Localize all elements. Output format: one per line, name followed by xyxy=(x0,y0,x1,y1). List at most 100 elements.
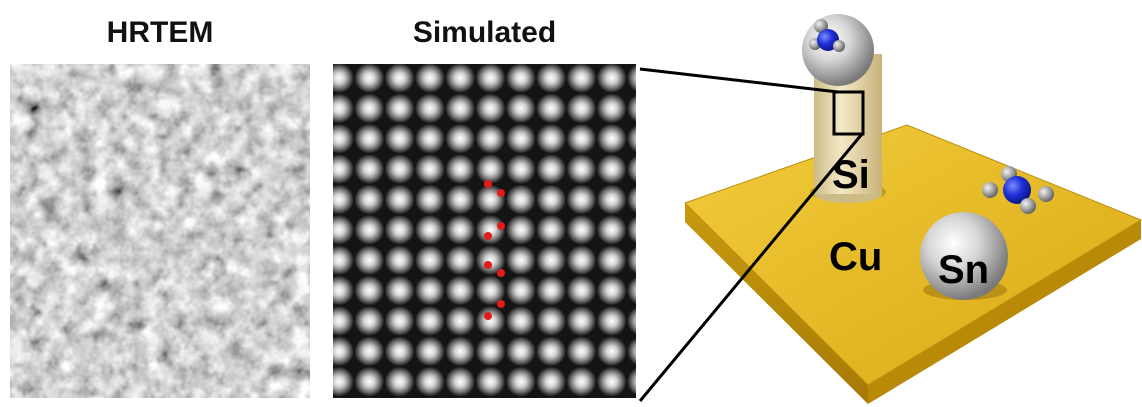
lattice-spot xyxy=(414,123,445,154)
lattice-spot xyxy=(333,305,354,336)
lattice-spot xyxy=(354,366,385,397)
hrtem-spot xyxy=(225,280,241,296)
lattice-spot xyxy=(333,154,354,185)
lattice-spot xyxy=(333,336,354,367)
hrtem-spot xyxy=(283,162,299,178)
lattice-spot xyxy=(505,154,536,185)
lattice-spot xyxy=(414,336,445,367)
zoom-box xyxy=(832,90,865,136)
lattice-spot xyxy=(566,305,597,336)
substrate-side-right xyxy=(868,220,1141,404)
sn-label: Sn xyxy=(938,248,989,292)
lattice-spot xyxy=(536,123,567,154)
simulated-title: Simulated xyxy=(412,16,557,49)
lattice-spot xyxy=(566,336,597,367)
lattice-spot xyxy=(627,64,636,92)
hrtem-spot xyxy=(280,336,296,352)
hrtem-spot xyxy=(250,276,266,292)
marker-dot xyxy=(484,232,492,240)
lattice-spot xyxy=(445,184,476,215)
lattice-spot xyxy=(536,64,567,93)
lattice-spot xyxy=(627,94,636,123)
hrtem-spot xyxy=(195,220,211,236)
hrtem-spot xyxy=(282,313,298,329)
hrtem-spot xyxy=(192,133,208,149)
molecule-top xyxy=(809,19,845,52)
hrtem-spot xyxy=(135,100,151,116)
lattice-spot xyxy=(445,305,476,336)
hrtem-spot xyxy=(191,284,207,300)
lattice-spot xyxy=(505,275,536,306)
lattice-spot xyxy=(627,124,636,153)
lattice-spot xyxy=(627,276,636,305)
hrtem-spot xyxy=(228,97,244,113)
marker-dot xyxy=(484,261,492,269)
hrtem-spot xyxy=(190,156,206,172)
hrtem-spot xyxy=(100,246,116,262)
lattice-spot xyxy=(384,336,415,367)
lattice-spot xyxy=(596,64,627,93)
lattice-spot xyxy=(536,184,567,215)
lattice-spot xyxy=(505,123,536,154)
lattice-spot xyxy=(424,397,436,398)
lattice-spot xyxy=(475,336,506,367)
hrtem-spot xyxy=(107,278,123,294)
lattice-spot xyxy=(596,305,627,336)
hrtem-spot xyxy=(78,337,94,353)
lattice-spot xyxy=(475,275,506,306)
hrtem-spot xyxy=(162,343,178,359)
hrtem-spot xyxy=(44,341,60,357)
si-label: Si xyxy=(832,153,870,197)
hrtem-spot xyxy=(226,129,242,145)
hrtem-spot xyxy=(193,252,209,268)
lattice-spot xyxy=(536,154,567,185)
hrtem-spot xyxy=(280,66,296,82)
hrtem-spot xyxy=(48,277,64,293)
lattice-spot xyxy=(627,155,636,183)
lattice-spot xyxy=(505,366,536,397)
hrtem-spot xyxy=(221,344,237,360)
lattice-spot xyxy=(333,245,354,276)
hrtem-spot xyxy=(255,340,271,356)
lattice-spot xyxy=(596,366,627,397)
hrtem-spot xyxy=(136,219,152,235)
hrtem-spot xyxy=(102,223,118,239)
schematic-illustration: Si Cu Sn xyxy=(638,14,1142,404)
lattice-spot xyxy=(576,397,587,398)
hrtem-spot xyxy=(17,368,33,384)
hrtem-spot xyxy=(15,130,31,146)
lattice-spot xyxy=(354,214,385,245)
hrtem-spot xyxy=(18,217,34,233)
hrtem-spot xyxy=(41,254,57,270)
hrtem-spot xyxy=(137,68,153,84)
lattice-spot xyxy=(485,397,496,398)
hrtem-spot xyxy=(196,69,212,85)
lattice-spot xyxy=(566,93,597,124)
lattice-spot xyxy=(627,307,636,335)
hrtem-spot xyxy=(256,189,272,205)
hrtem-spot xyxy=(196,339,212,355)
hrtem-spot xyxy=(11,194,27,210)
hrtem-spot xyxy=(12,313,28,329)
hrtem-spot xyxy=(45,190,61,206)
hrtem-spot xyxy=(132,283,148,299)
hrtem-spot xyxy=(42,103,58,119)
lattice-spot xyxy=(384,245,415,276)
hrtem-spot xyxy=(258,157,274,173)
lattice-spot xyxy=(445,275,476,306)
lattice-spot xyxy=(414,154,445,185)
lattice-spot xyxy=(475,64,506,93)
hrtem-spot xyxy=(223,312,239,328)
lattice-spot xyxy=(384,275,415,306)
lattice-spot xyxy=(596,336,627,367)
lattice-spot xyxy=(394,397,405,398)
lattice-spot xyxy=(566,245,597,276)
lattice-spot xyxy=(505,336,536,367)
hrtem-spot xyxy=(46,309,62,325)
lattice-spot xyxy=(566,275,597,306)
marker-dot xyxy=(484,180,492,188)
lattice-spot xyxy=(445,93,476,124)
lattice-spot xyxy=(414,64,445,93)
hrtem-spot xyxy=(76,369,92,385)
lattice-spot xyxy=(414,245,445,276)
